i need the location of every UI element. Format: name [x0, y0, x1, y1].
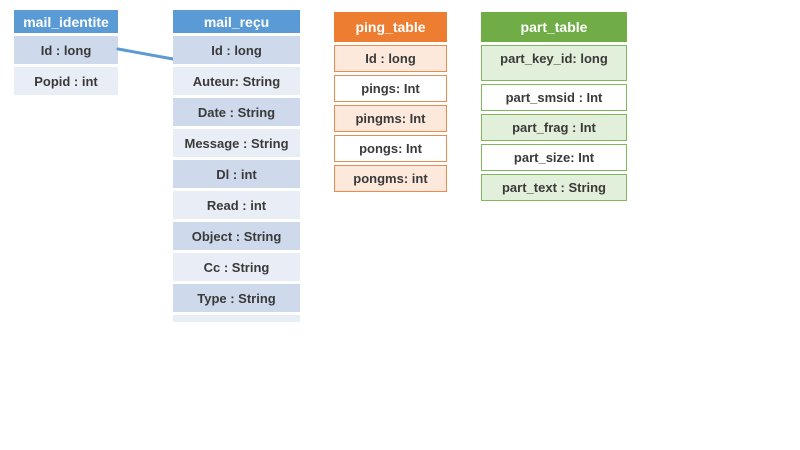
table-row: pingms: Int: [334, 105, 447, 132]
table-ping: ping_table Id : long pings: Int pingms: …: [334, 12, 447, 192]
table-mail-recu: mail_reçu Id : long Auteur: String Date …: [173, 10, 300, 322]
table-part: part_table part_key_id: long part_smsid …: [481, 12, 627, 201]
table-row: part_smsid : Int: [481, 84, 627, 111]
table-row: part_size: Int: [481, 144, 627, 171]
table-row: Read : int: [173, 191, 300, 219]
table-row: part_key_id: long: [481, 45, 627, 81]
table-row: Popid : int: [14, 67, 118, 95]
table-row: Object : String: [173, 222, 300, 250]
table-bottom-band: [173, 315, 300, 322]
table-row: pongs: Int: [334, 135, 447, 162]
table-rows: Id : long Popid : int: [14, 33, 118, 95]
table-title: mail_reçu: [173, 10, 300, 33]
table-row: Id : long: [173, 36, 300, 64]
table-rows: Id : long Auteur: String Date : String M…: [173, 33, 300, 312]
table-row: Cc : String: [173, 253, 300, 281]
table-row: Date : String: [173, 98, 300, 126]
table-title: part_table: [481, 12, 627, 42]
table-title: ping_table: [334, 12, 447, 42]
table-row: part_text : String: [481, 174, 627, 201]
table-rows: Id : long pings: Int pingms: Int pongs: …: [334, 42, 447, 192]
table-row: Message : String: [173, 129, 300, 157]
table-row: Id : long: [334, 45, 447, 72]
table-row: part_frag : Int: [481, 114, 627, 141]
table-row: Id : long: [14, 36, 118, 64]
table-mail-identite: mail_identite Id : long Popid : int: [14, 10, 118, 95]
table-rows: part_key_id: long part_smsid : Int part_…: [481, 42, 627, 201]
relationship-connector-line: [116, 47, 175, 61]
table-title: mail_identite: [14, 10, 118, 33]
table-row: pings: Int: [334, 75, 447, 102]
table-row: pongms: int: [334, 165, 447, 192]
table-row: Auteur: String: [173, 67, 300, 95]
table-row: Type : String: [173, 284, 300, 312]
table-row: Dl : int: [173, 160, 300, 188]
